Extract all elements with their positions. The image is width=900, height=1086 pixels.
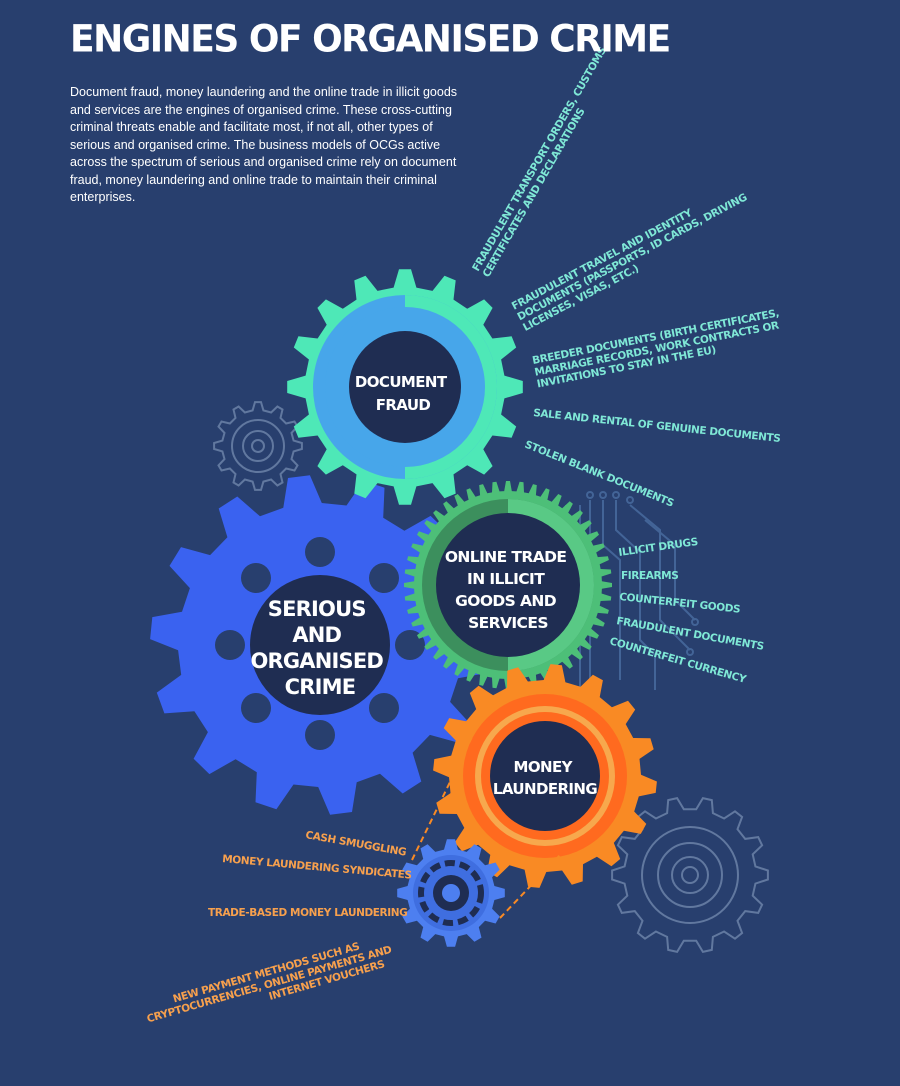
online-trade-gear: ONLINE TRADE IN ILLICIT GOODS AND SERVIC… <box>404 481 612 689</box>
money-item-trade: TRADE-BASED MONEY LAUNDERING <box>208 907 407 919</box>
doc-fraud-line-2: FRAUD <box>376 396 431 414</box>
serious-crime-gear: SERIOUS AND ORGANISED CRIME <box>150 475 490 815</box>
doc-fraud-item-sale: SALE AND RENTAL OF GENUINE DOCUMENTS <box>533 407 781 445</box>
doc-fraud-item-breeder: BREEDER DOCUMENTS (BIRTH CERTIFICATES, M… <box>531 307 787 391</box>
serious-line-4: CRIME <box>285 675 356 699</box>
svg-text:DOCUMENT FRAUD: DOCUMENT FRAUD <box>355 373 451 414</box>
svg-text:ONLINE TRADE IN ILLICIT: ONLINE TRADE IN ILLICIT GOODS AND SERVIC… <box>445 548 571 632</box>
online-line-1: ONLINE TRADE <box>445 548 567 566</box>
doc-fraud-line-1: DOCUMENT <box>355 373 448 391</box>
online-item-firearms: FIREARMS <box>621 570 678 582</box>
money-laundering-gear: MONEY LAUNDERING <box>433 664 657 888</box>
gear-holes <box>215 537 425 750</box>
online-line-2: IN ILLICIT <box>467 570 545 588</box>
svg-text:SERIOUS AND ORGANI: SERIOUS AND ORGANISED CRIME <box>250 597 389 699</box>
document-fraud-gear: DOCUMENT FRAUD <box>287 269 523 505</box>
money-item-cash: CASH SMUGGLING <box>304 829 407 859</box>
serious-line-1: SERIOUS <box>268 597 366 621</box>
online-item-drugs: ILLICIT DRUGS <box>618 536 699 559</box>
intro-paragraph: Document fraud, money laundering and the… <box>70 85 458 204</box>
money-item-payments: NEW PAYMENT METHODS SUCH AS CRYPTOCURREN… <box>142 931 399 1037</box>
online-item-counterfeit-goods: COUNTERFEIT GOODS <box>619 591 741 616</box>
outline-gear-icon <box>611 796 769 954</box>
money-item-syndicates: MONEY LAUNDERING SYNDICATES <box>222 853 412 882</box>
page-title: ENGINES OF ORGANISED CRIME <box>70 18 671 62</box>
outline-gear-right <box>611 796 769 954</box>
doc-fraud-item-travel: FRAUDULENT TRAVEL AND IDENTITY DOCUMENTS… <box>510 179 758 334</box>
small-blue-gear-icon <box>397 839 505 947</box>
serious-line-2: AND <box>292 623 341 647</box>
money-line-2: LAUNDERING <box>493 780 597 798</box>
serious-line-3: ORGANISED <box>250 649 383 673</box>
online-line-4: SERVICES <box>468 614 548 632</box>
outline-gear-left <box>213 401 303 491</box>
link-lines <box>411 699 561 919</box>
svg-text:MONEY LAUNDERING: MONEY LAUNDERING <box>493 758 597 798</box>
online-line-3: GOODS AND <box>455 592 557 610</box>
doc-fraud-item-transport: FRAUDULENT TRANSPORT ORDERS, CUSTOMS CER… <box>470 42 621 279</box>
money-line-1: MONEY <box>514 758 574 776</box>
outline-gear-icon <box>213 401 303 491</box>
